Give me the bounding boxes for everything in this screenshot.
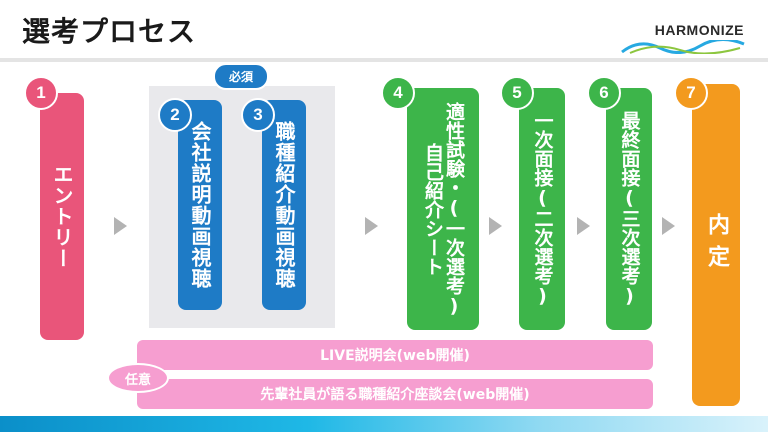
- step-offer-label: 内定: [704, 213, 729, 277]
- step-final-interview-label: 最終面接(三次選考): [618, 111, 641, 307]
- step-6-badge: 6: [587, 76, 621, 110]
- step-entry: エントリー: [40, 93, 84, 340]
- step-entry-label: エントリー: [50, 164, 74, 269]
- step-7-badge: 7: [674, 76, 708, 110]
- step-4-badge: 4: [381, 76, 415, 110]
- step-self-intro-aptitude: 自己紹介シート 適性試験・(一次選考): [407, 88, 479, 330]
- flow-arrow: [662, 217, 675, 235]
- flow-arrow: [114, 217, 127, 235]
- step-offer: 内定: [692, 84, 740, 406]
- step-5-badge: 5: [500, 76, 534, 110]
- flow-arrow: [577, 217, 590, 235]
- step-1-badge: 1: [24, 76, 58, 110]
- header: 選考プロセス HARMONIZE: [0, 0, 768, 58]
- step-company-video: 会社説明動画視聴: [178, 100, 222, 310]
- step-3-badge: 3: [241, 98, 275, 132]
- step-company-video-label: 会社説明動画視聴: [188, 121, 212, 289]
- event-job-roundtable: 先輩社員が語る職種紹介座談会(web開催): [137, 379, 653, 409]
- step-first-interview-label: 一次面接(二次選考): [531, 111, 554, 307]
- required-badge: 必須: [213, 63, 269, 90]
- optional-badge: 任意: [107, 363, 169, 393]
- step-job-video-label: 職種紹介動画視聴: [272, 121, 296, 289]
- header-divider: [0, 58, 768, 62]
- step-first-interview: 一次面接(二次選考): [519, 88, 565, 330]
- flow-arrow: [489, 217, 502, 235]
- event-live-briefing: LIVE説明会(web開催): [137, 340, 653, 370]
- brand-logo-mark: [621, 40, 745, 54]
- step-final-interview: 最終面接(三次選考): [606, 88, 652, 330]
- step-job-video: 職種紹介動画視聴: [262, 100, 306, 310]
- step-aptitude-label: 適性試験・(一次選考): [443, 101, 465, 317]
- flow-arrow: [365, 217, 378, 235]
- footer-strip: [0, 416, 768, 432]
- brand-logo: HARMONIZE: [654, 22, 744, 38]
- step-2-badge: 2: [158, 98, 192, 132]
- page-title: 選考プロセス: [22, 15, 197, 48]
- step-self-intro-label: 自己紹介シート: [422, 142, 444, 276]
